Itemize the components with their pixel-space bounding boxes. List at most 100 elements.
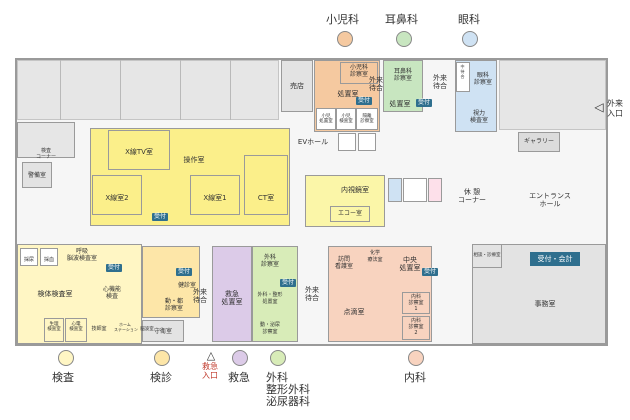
gallery-label: ギャラリー: [523, 138, 554, 145]
legend-ent-label: 耳鼻科: [385, 13, 418, 26]
ct-room[interactable]: [244, 155, 288, 215]
security-label: 警備室: [27, 172, 46, 179]
emergency-area[interactable]: [212, 246, 252, 342]
eye-center-room[interactable]: [456, 62, 470, 92]
home-label: ホームステーション: [114, 322, 138, 332]
pediatrics-sub-label: 小児処置室: [319, 114, 333, 124]
ent-exam-label: 耳鼻科診察室: [393, 68, 412, 82]
consult-room[interactable]: [472, 244, 502, 268]
radiology-reception-badge[interactable]: 受付: [152, 213, 169, 221]
entrance-hall-label: エントランスホール: [529, 192, 571, 208]
xray-tv-room[interactable]: [108, 130, 170, 170]
restroom-accessible: [403, 178, 427, 202]
testing-reception-badge[interactable]: 受付: [106, 264, 123, 272]
endoscopy-label: 内視鏡室: [341, 186, 369, 194]
hearing-room[interactable]: [65, 318, 87, 342]
legend-surgery-label: 外科整形外科泌尿器科: [266, 371, 310, 408]
elevator: [358, 133, 376, 151]
restroom-men: [388, 178, 402, 202]
pediatrics-reception-badge[interactable]: 受付: [356, 97, 373, 105]
cardio-label: 心機能検査: [102, 286, 121, 300]
pediatrics-wait-label: 外来待合: [369, 76, 383, 92]
emergency-treat-label: 救急処置室: [221, 290, 243, 306]
gallery-room[interactable]: [518, 132, 560, 152]
lab-corner[interactable]: [17, 122, 75, 158]
chem-label: 化学療法室: [367, 250, 383, 263]
ent-wait-label: 外来待合: [433, 74, 447, 90]
left-wait-label: 外来待合: [193, 288, 207, 304]
internal-reception-badge[interactable]: 受付: [422, 268, 439, 276]
rest-corner-label: 休 憩コーナー: [458, 188, 486, 204]
blood-room[interactable]: [40, 248, 58, 266]
xray2-room[interactable]: [92, 175, 142, 215]
ct-label: CT室: [257, 194, 275, 202]
checkup-reception-badge[interactable]: 受付: [176, 268, 193, 276]
eye-exam-label: 眼科診察室: [473, 72, 492, 86]
pediatrics-sub-room[interactable]: [316, 108, 336, 130]
surgery-area[interactable]: [252, 246, 298, 342]
specimen-label: 検体検査室: [37, 290, 73, 298]
pediatrics-sub-label: 隔離診察室: [360, 114, 374, 124]
xray2-label: X線室2: [105, 194, 129, 202]
pediatrics-sub-label: 小児検査室: [339, 114, 353, 124]
legend-ent-circle[interactable]: [396, 31, 412, 47]
legend-eye-label: 眼科: [458, 13, 480, 26]
xray1-room[interactable]: [190, 175, 240, 215]
echo-room[interactable]: [330, 206, 370, 222]
service-divider: [120, 60, 121, 120]
service-divider: [230, 60, 231, 120]
surgery-reception-badge[interactable]: 受付: [280, 279, 297, 287]
tech-label: 技師室: [91, 326, 107, 332]
ent-reception-badge[interactable]: 受付: [416, 99, 433, 107]
visit-label: 訪問看護室: [334, 256, 353, 270]
xray1-label: X線室1: [203, 194, 227, 202]
legend-checkup-circle[interactable]: [154, 350, 170, 366]
security-room[interactable]: [22, 162, 52, 188]
ecg-room[interactable]: [44, 318, 64, 342]
urine-room[interactable]: [20, 248, 38, 266]
int1-room[interactable]: [402, 292, 430, 314]
checkup-room-label: 動・都診察室: [164, 298, 183, 312]
legend-internal-circle[interactable]: [408, 350, 424, 366]
pediatrics-sub-room[interactable]: [336, 108, 356, 130]
holter-label: 脳波室: [140, 327, 154, 332]
ent-treat-label: 処置室: [389, 100, 411, 108]
shop-label: 売店: [290, 82, 304, 90]
top-right-service: [499, 60, 606, 130]
ecg-label: 生理検査室: [47, 322, 61, 332]
legend-testing-circle[interactable]: [58, 350, 74, 366]
xray-tv-label: X線TV室: [125, 148, 153, 156]
pediatrics-sub-room[interactable]: [356, 108, 378, 130]
shop-room[interactable]: [281, 60, 313, 112]
lab-corner-label: 検査コーナー: [35, 148, 56, 160]
emergency-entrance-label: 救急入口: [202, 362, 218, 380]
drip-label: 点滴室: [343, 308, 365, 316]
urine-label: 採尿: [23, 257, 34, 263]
legend-pediatrics-circle[interactable]: [337, 31, 353, 47]
checkup-area[interactable]: [142, 246, 200, 318]
reception-accounting-label: 受付・会計: [537, 255, 573, 263]
pediatrics-exam-label: 小児科診察室: [349, 64, 368, 78]
int2-room[interactable]: [402, 316, 430, 340]
legend-emergency-label: 救急: [228, 371, 250, 384]
top-service-area: [17, 60, 279, 120]
service-divider: [60, 60, 61, 120]
guard-room[interactable]: [142, 320, 184, 342]
legend-emergency-circle[interactable]: [232, 350, 248, 366]
uro-exam-label: 動・泌尿診察室: [259, 322, 280, 335]
reception-accounting-desk[interactable]: [530, 252, 580, 266]
elevator: [338, 133, 356, 151]
surgery-exam-label: 外科診察室: [260, 254, 279, 268]
service-divider: [180, 60, 181, 120]
legend-testing-label: 検査: [52, 371, 74, 384]
pediatrics-exam-room[interactable]: [340, 62, 378, 84]
restroom-women: [428, 178, 442, 202]
legend-surgery-circle[interactable]: [270, 350, 286, 366]
blood-label: 採血: [43, 257, 54, 263]
legend-pediatrics-label: 小児科: [326, 13, 359, 26]
legend-eye-circle[interactable]: [462, 31, 478, 47]
eye-center-label: 中待合: [460, 64, 465, 79]
central-label: 中央処置室: [399, 256, 421, 272]
